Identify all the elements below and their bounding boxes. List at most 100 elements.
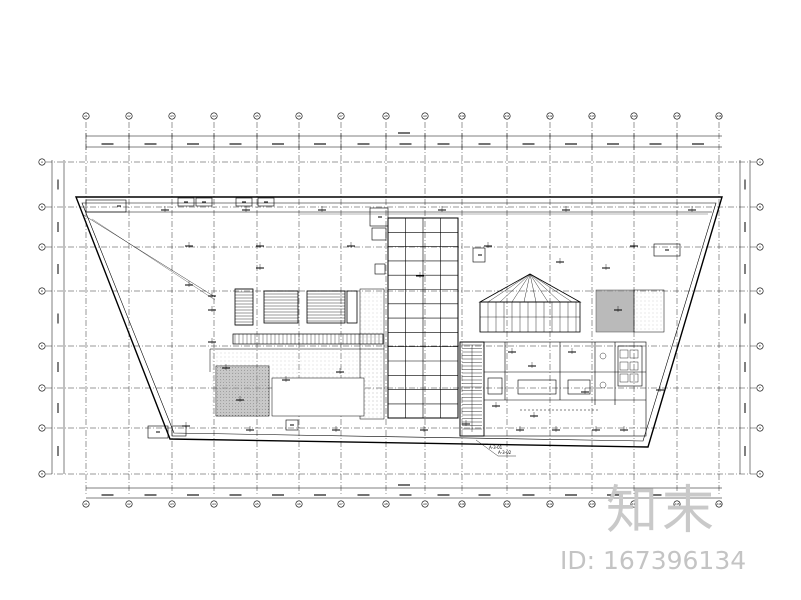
equipment-box [629, 349, 639, 359]
roof-rafter [529, 273, 537, 303]
grid-bubble [756, 158, 764, 166]
grid-bubble-label: D [41, 289, 43, 293]
note-2: A-3-02 [498, 450, 512, 455]
grid-bubble-label: H [41, 472, 43, 476]
grid-bubble [715, 500, 723, 508]
grid-bubble [253, 112, 261, 120]
grid-bubble-label: A [759, 160, 761, 164]
grid-bubble [382, 112, 390, 120]
grid-bubble [421, 112, 429, 120]
grid-bubble [458, 112, 466, 120]
grid-bubble [630, 500, 638, 508]
roof-rafter [529, 273, 573, 303]
grid-bubble-label: A8 [384, 502, 388, 506]
tag-box [285, 419, 299, 431]
tag-box [257, 197, 275, 207]
building-outline [74, 196, 723, 448]
tag-box [195, 197, 213, 207]
grid-bubble-label: A11 [504, 502, 509, 506]
grid-bubble-label: A14 [631, 502, 636, 506]
grid-bubble [38, 424, 46, 432]
grid-bubble [756, 470, 764, 478]
grid-bubble [756, 203, 764, 211]
tag-box [371, 227, 387, 241]
grid-bubble-label: A6 [297, 114, 301, 118]
equipment-box [619, 349, 629, 359]
tag-box [171, 425, 187, 437]
grid-bubble [756, 424, 764, 432]
grid-bubble [546, 112, 554, 120]
grid-bubble-label: B [41, 205, 43, 209]
grid-bubble [125, 112, 133, 120]
grid-bubble [337, 500, 345, 508]
leader-notes [456, 439, 516, 457]
grid-bubble-label: A13 [589, 114, 594, 118]
tag-box [235, 197, 253, 207]
grid-bubble-label: A3 [170, 502, 174, 506]
tag-box [374, 263, 386, 275]
grid-bubble [210, 500, 218, 508]
grid-bubble-label: C [759, 245, 761, 249]
tag-box [177, 197, 195, 207]
grid-bubble-label: A15 [674, 114, 679, 118]
grid-bubble [210, 112, 218, 120]
grid-bubble-label: A7 [339, 114, 343, 118]
grid-bubble [168, 112, 176, 120]
grid-bubble [630, 112, 638, 120]
grid-bubble-label: A9 [423, 502, 427, 506]
grid-bubble [82, 112, 90, 120]
grid-bubble-label: A9 [423, 114, 427, 118]
grid-bubble [503, 112, 511, 120]
watermark-logo: 知末 [606, 481, 719, 541]
roof-rafter [529, 273, 561, 303]
grid-bubble-label: A7 [339, 502, 343, 506]
grid-bubble-label: G [41, 426, 43, 430]
grid-bubble-label: E [41, 344, 43, 348]
equipment-box [629, 361, 639, 371]
grid-bubble-label: B [759, 205, 761, 209]
equipment-round [599, 381, 607, 389]
grid-bubble [38, 203, 46, 211]
roof-rafter [529, 273, 549, 303]
grid-bubble [295, 500, 303, 508]
grid-bubble [38, 287, 46, 295]
grid-bubble-label: A6 [297, 502, 301, 506]
tag-box [147, 425, 169, 439]
grid-bubble [756, 287, 764, 295]
equipment-box [629, 373, 639, 383]
tag-box [369, 207, 389, 227]
central-grid-block [387, 217, 459, 419]
grid-bubble-label: A5 [255, 114, 259, 118]
grid-bubble-label: C [41, 245, 43, 249]
tag-box [85, 199, 127, 213]
grid-bubble-label: A16 [716, 114, 721, 118]
grid-bubble [588, 500, 596, 508]
grid-bubble [715, 112, 723, 120]
grid-bubble [503, 500, 511, 508]
grid-bubble-label: F [41, 386, 43, 390]
grid-bubble [168, 500, 176, 508]
grid-bubble-label: A5 [255, 502, 259, 506]
grid-bubble-label: A12 [547, 502, 552, 506]
tag-box [653, 243, 681, 257]
grid-bubble [546, 500, 554, 508]
grid-bubble-label: G [759, 426, 761, 430]
grid-bubble [38, 342, 46, 350]
dimension-lines [51, 135, 751, 499]
roof-rafter [511, 273, 531, 303]
room-tags [85, 197, 681, 439]
grid-bubble-label: A2 [127, 114, 131, 118]
equipment-box [619, 361, 629, 371]
grid-bubble-label: A14 [631, 114, 636, 118]
equipment-round [599, 352, 607, 360]
grid-bubble-label: A3 [170, 114, 174, 118]
grid-bubble [38, 384, 46, 392]
tag-box [472, 247, 486, 263]
grid-bubble-label: A13 [589, 502, 594, 506]
roof-rafter [487, 273, 531, 303]
grid-bubble-label: A11 [504, 114, 509, 118]
grid-bubble-label: H [759, 472, 761, 476]
note-1: A-3-01 [489, 445, 503, 450]
grid-bubble [756, 342, 764, 350]
grid-bubble [756, 243, 764, 251]
